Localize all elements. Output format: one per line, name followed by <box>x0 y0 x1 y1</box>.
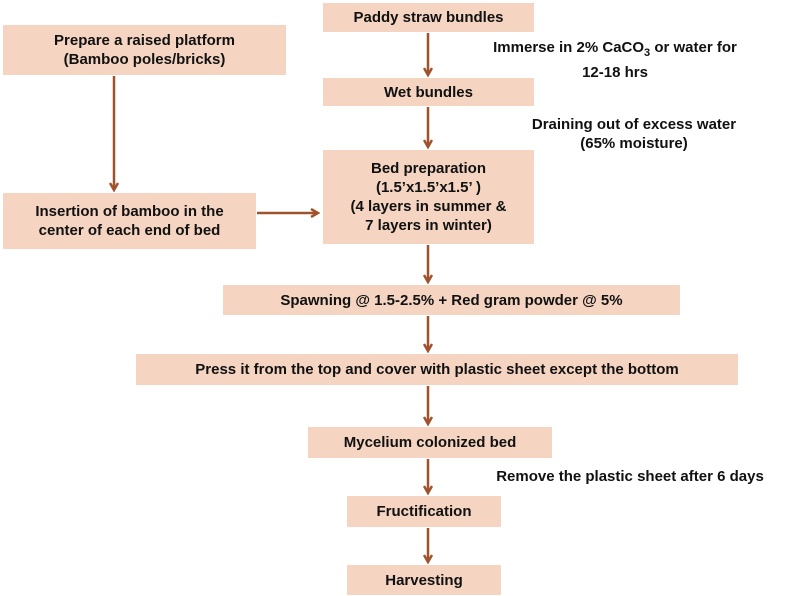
immerse-note: Immerse in 2% CaCO3 or water for 12-18 h… <box>470 38 760 82</box>
paddy-straw-box: Paddy straw bundles <box>323 3 534 32</box>
immerse-subscript: 3 <box>644 47 651 59</box>
press-cover-label: Press it from the top and cover with pla… <box>195 361 679 378</box>
bamboo-insertion-box: Insertion of bamboo in the center of eac… <box>3 193 256 249</box>
mycelium-label: Mycelium colonized bed <box>343 434 517 451</box>
immerse-line2: 12-18 hrs <box>582 64 648 81</box>
drain-line1: Draining out of excess water <box>531 116 737 133</box>
platform-box: Prepare a raised platform (Bamboo poles/… <box>3 25 286 75</box>
wet-bundles-box: Wet bundles <box>323 78 534 106</box>
bamboo-line1: Insertion of bamboo in the <box>35 203 224 220</box>
bed-preparation-box: Bed preparation (1.5’x1.5’x1.5’ ) (4 lay… <box>323 150 534 244</box>
platform-line1: Prepare a raised platform <box>54 32 235 49</box>
remove-sheet-note: Remove the plastic sheet after 6 days <box>473 467 787 486</box>
harvesting-box: Harvesting <box>347 565 501 595</box>
fructification-label: Fructification <box>376 503 472 520</box>
bed-line2: (1.5’x1.5’x1.5’ ) <box>375 179 482 196</box>
harvesting-label: Harvesting <box>385 571 463 589</box>
drain-line2: (65% moisture) <box>580 135 688 152</box>
paddy-straw-label: Paddy straw bundles <box>353 9 504 26</box>
fructification-box: Fructification <box>347 496 501 527</box>
bed-line3: (4 layers in summer & <box>350 198 507 215</box>
press-cover-box: Press it from the top and cover with pla… <box>136 354 738 385</box>
mycelium-box: Mycelium colonized bed <box>308 427 552 458</box>
wet-bundles-label: Wet bundles <box>384 83 473 101</box>
bed-line4: 7 layers in winter) <box>365 217 492 234</box>
platform-line2: (Bamboo poles/bricks) <box>63 51 226 68</box>
immerse-text: Immerse in 2% CaCO <box>493 39 645 56</box>
immerse-line1: Immerse in 2% CaCO3 or water for <box>470 38 760 63</box>
spawning-box: Spawning @ 1.5-2.5% + Red gram powder @ … <box>223 285 680 315</box>
immerse-text-end: or water for <box>650 39 737 56</box>
drain-note: Draining out of excess water (65% moistu… <box>498 115 770 153</box>
bamboo-line2: center of each end of bed <box>38 222 221 239</box>
spawning-label: Spawning @ 1.5-2.5% + Red gram powder @ … <box>280 291 623 309</box>
remove-sheet-line: Remove the plastic sheet after 6 days <box>496 468 764 485</box>
bed-line1: Bed preparation <box>370 160 487 177</box>
